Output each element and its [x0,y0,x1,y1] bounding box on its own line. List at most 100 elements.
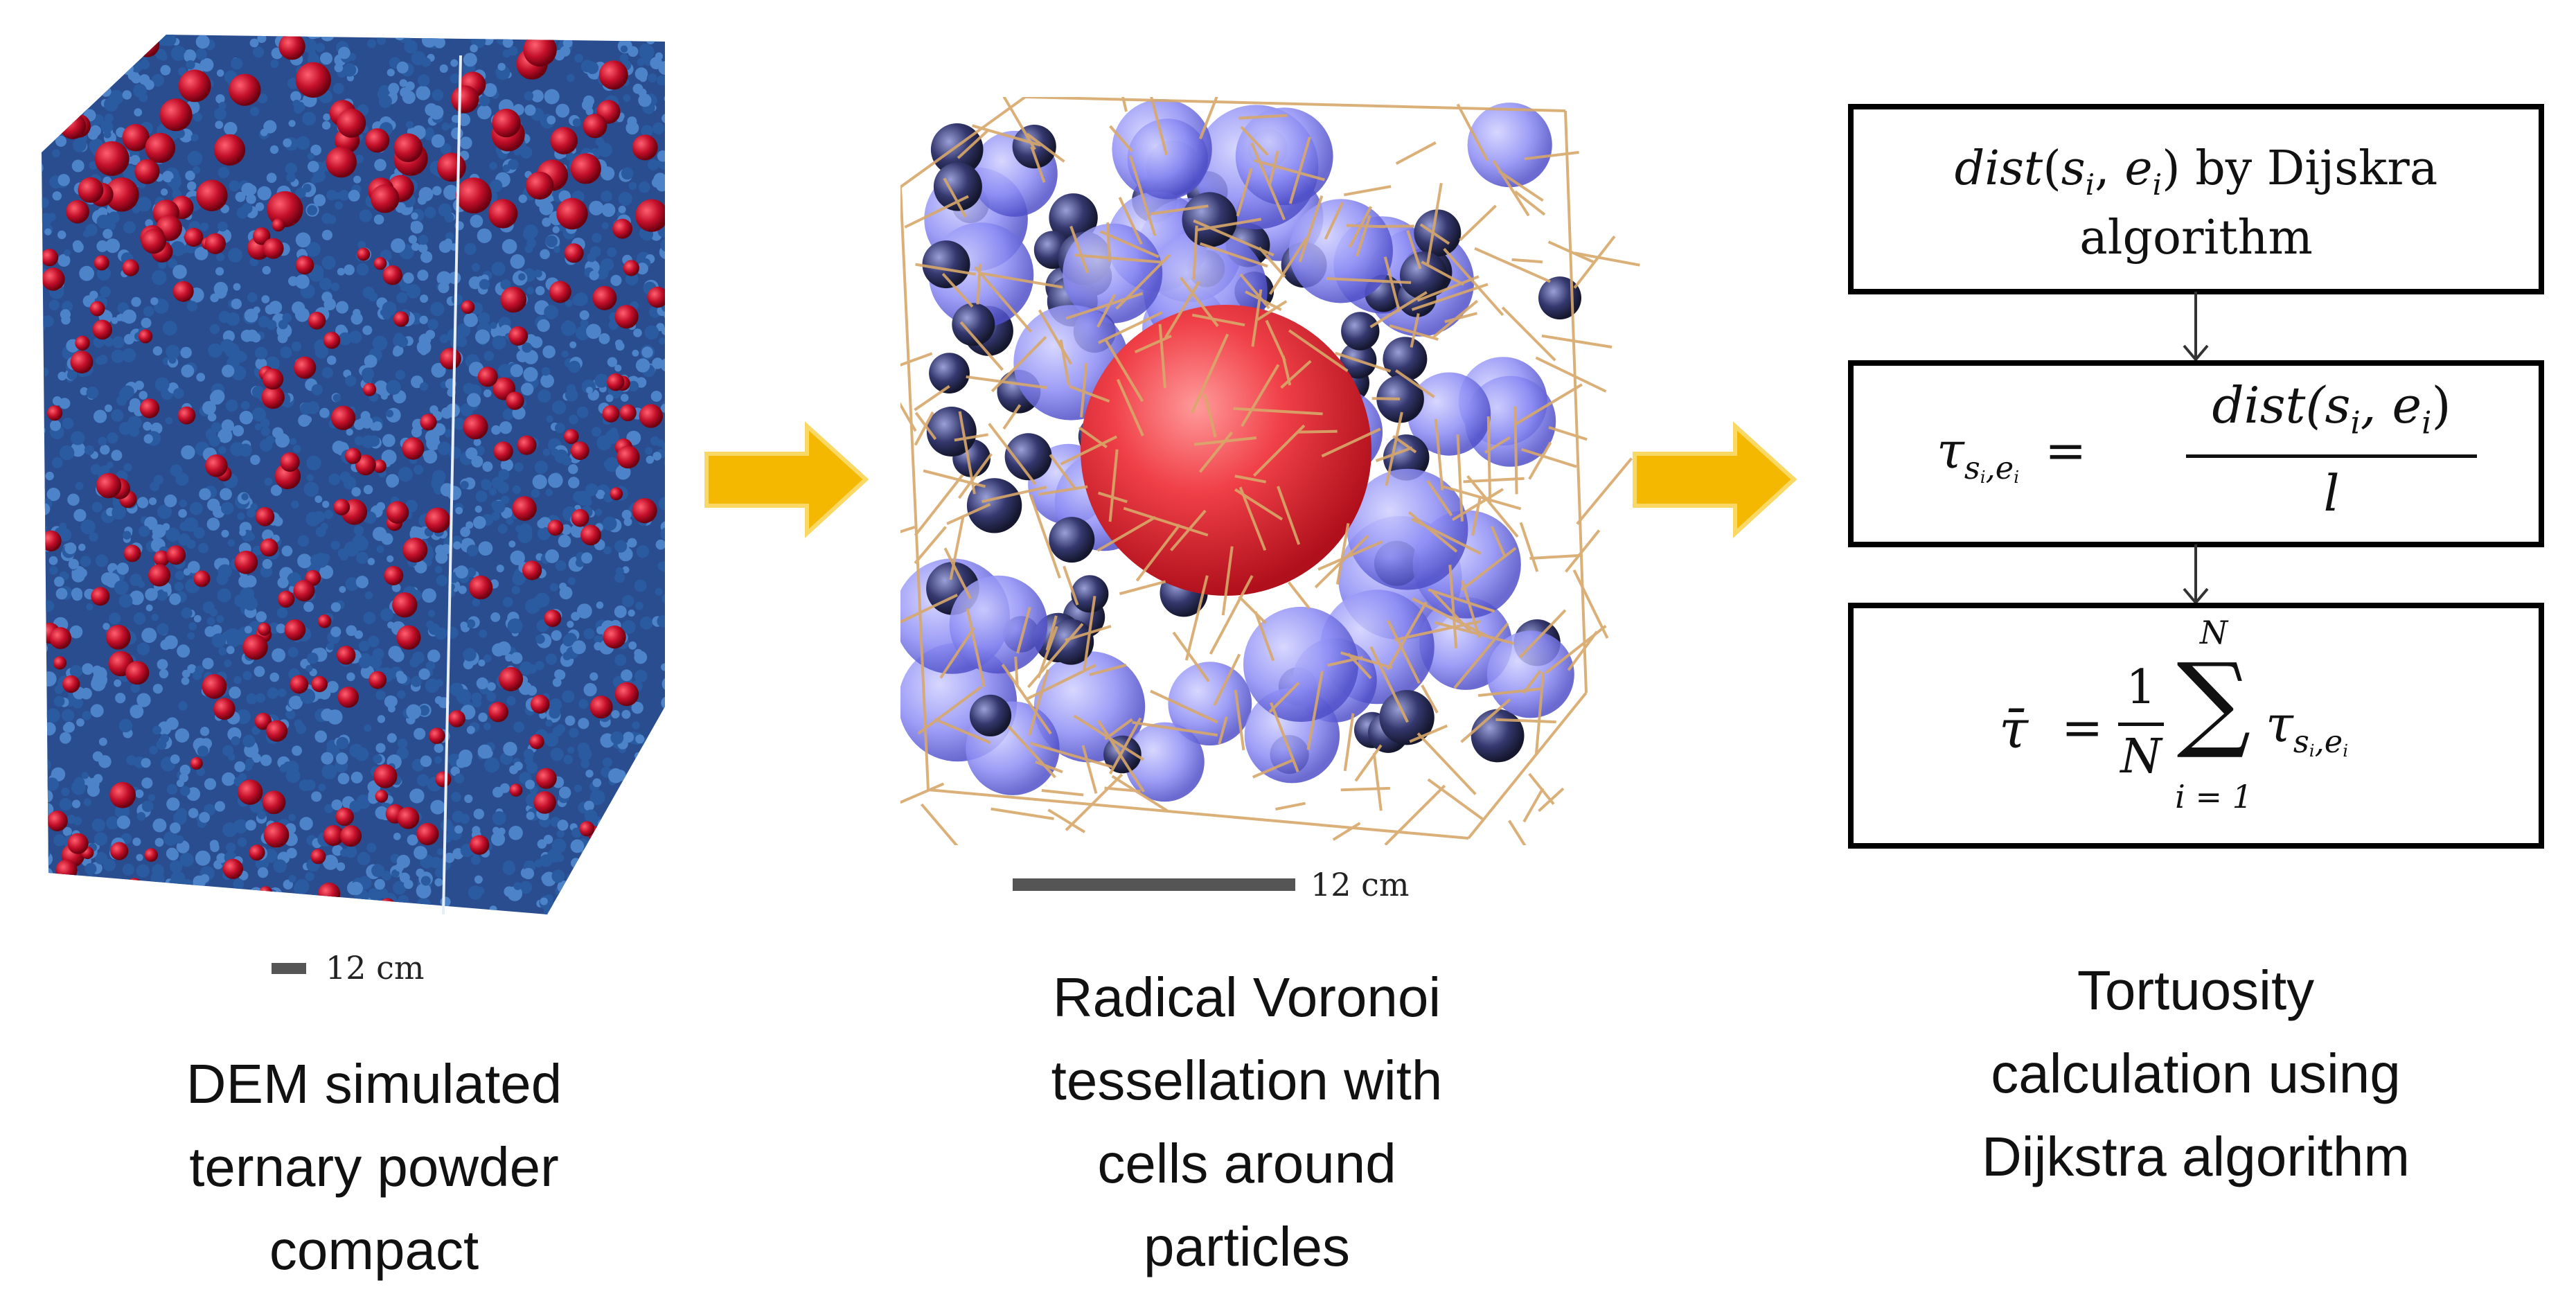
voronoi-edge [1498,170,1544,202]
blue-particle [441,819,453,832]
blue-particle [633,25,640,32]
step1-line-1: dist(si, ei) by Dijskra [1954,141,2438,202]
blue-particle [270,484,282,496]
blue-particle [209,324,220,335]
blue-particle [303,39,317,53]
blue-particle [608,768,623,784]
blue-particle [141,317,152,328]
blue-particle [231,57,243,70]
voronoi-edge [1519,522,1539,572]
blue-particle [490,179,503,193]
blue-particle [283,138,292,148]
red-particle [323,332,341,349]
blue-particle [570,839,585,853]
red-particle [436,152,466,182]
voronoi-edge [1474,247,1551,283]
red-particle [310,849,326,865]
blue-particle [364,511,377,524]
blue-particle [186,301,198,312]
red-particle [614,305,639,329]
blue-particle [499,421,513,434]
blue-particle [107,211,120,224]
voronoi-edge [1434,418,1444,490]
blue-particle [133,612,146,625]
blue-particle [464,242,477,255]
blue-particle [188,808,199,818]
blue-particle [552,726,563,737]
blue-particle [121,348,136,363]
blue-particle [245,758,254,768]
blue-particle [659,560,665,573]
blue-particle [657,439,664,447]
numerator-mid: , e [2360,376,2422,434]
blue-particle [118,718,133,733]
blue-particle [196,373,206,382]
voronoi-edge [1016,606,1031,654]
voronoi-edge [900,525,916,533]
blue-particle [569,727,579,738]
dark-blue-particle [1341,312,1380,351]
blue-particle [623,822,636,835]
blue-particle [355,154,364,163]
voronoi-edge [957,128,990,159]
blue-particle [424,24,434,33]
blue-particle [73,908,88,914]
blue-particle [232,425,245,436]
red-particle [134,159,160,184]
blue-particle [482,461,493,472]
blue-particle [109,51,120,62]
blue-particle [73,777,85,788]
blue-particle [567,577,576,585]
blue-particle [288,813,296,822]
blue-particle [133,84,147,98]
voronoi-edge [1198,431,1234,473]
blue-particle [310,144,321,156]
blue-particle [450,59,459,67]
voronoi-edge [1459,204,1497,242]
voronoi-edge [1252,424,1306,477]
blue-particle [234,761,246,772]
red-particle [262,369,284,390]
blue-particle [416,774,429,787]
blue-particle [148,887,161,900]
voronoi-edge [1029,494,1061,579]
blue-particle [242,734,256,748]
voronoi-edge [1065,292,1144,320]
blue-particle [652,122,665,134]
blue-particle [217,221,228,232]
blue-particle [384,695,397,708]
mean-frac-den: N [2120,729,2162,784]
red-particle [363,382,377,396]
blue-particle [75,481,84,490]
red-particle [75,335,90,351]
blue-particle [523,749,534,760]
blue-particle [114,679,122,687]
blue-particle [179,852,194,867]
blue-particle [87,784,100,797]
blue-particle [251,726,260,735]
blue-particle [350,771,363,784]
voronoi-edge [1065,624,1112,642]
voronoi-edge [1335,523,1350,585]
blue-particle [320,35,335,42]
blue-particle [65,57,75,67]
red-particle [531,694,550,714]
blue-particle [185,170,195,181]
blue-particle [122,90,132,100]
voronoi-edge [1170,509,1207,551]
red-particle [134,35,160,57]
blue-particle [524,104,536,116]
red-particle [564,429,579,444]
blue-particle [372,335,388,351]
blue-particle [111,71,118,78]
blue-particle [544,305,558,320]
red-particle [340,825,362,847]
red-particle [125,661,150,685]
blue-particle [652,357,664,369]
blue-particle [42,838,46,849]
blue-particle [655,861,665,873]
blue-particle [211,633,226,648]
blue-particle [233,878,245,890]
voronoi-edge [1287,581,1311,610]
blue-particle [44,118,56,130]
